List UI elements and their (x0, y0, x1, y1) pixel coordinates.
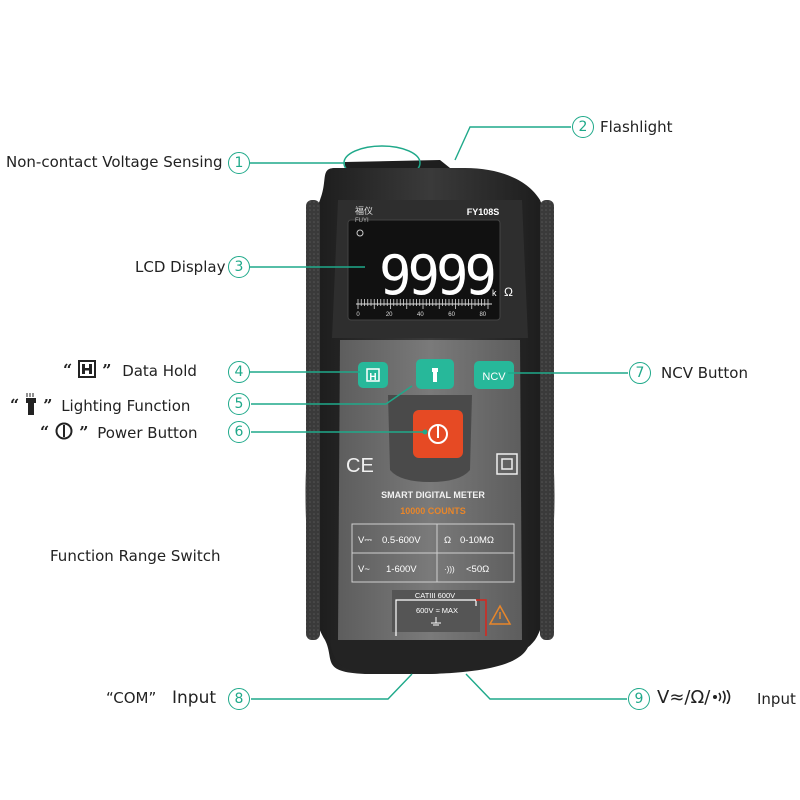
label-lighting: Lighting Function (61, 396, 191, 415)
input9-symbols: V≈/Ω/ (657, 687, 711, 708)
label-ncv-sensing: Non-contact Voltage Sensing (6, 153, 223, 171)
callout-number-6: 6 (228, 421, 250, 443)
lower-panel (338, 340, 522, 640)
quote-close: ” (43, 395, 53, 415)
lcd-scale-label: 20 (386, 312, 393, 318)
model-label: FY108S (467, 207, 500, 217)
callout-number-3: 3 (228, 256, 250, 278)
continuity-icon (712, 688, 732, 709)
jack-bracket (395, 599, 477, 636)
meter-title: SMART DIGITAL METER (381, 490, 485, 500)
bottom-bumper (330, 640, 530, 674)
cat-rating: CATIII 600V (415, 591, 455, 600)
brand-cn: 福仪 (355, 205, 373, 216)
quote-open: “ (63, 360, 73, 380)
label-data-hold: Data Hold (122, 361, 197, 380)
quote-open: “ (40, 422, 50, 442)
label-input9-symbols: V≈/Ω/ (657, 687, 732, 709)
spec-key-dcv: V⎓ (358, 535, 372, 546)
spec-key-ohm: Ω (444, 535, 451, 546)
label-lighting-row: “ ” Lighting Function (10, 393, 190, 419)
label-range-switch: Function Range Switch (50, 547, 221, 565)
warning-triangle (488, 604, 512, 625)
callout-line-9 (465, 673, 627, 700)
lcd-unit-ohm: Ω (504, 285, 513, 299)
lcd-scale-label: 80 (479, 312, 486, 318)
data-hold-icon (78, 360, 97, 382)
label-ncv-button: NCV Button (661, 364, 748, 382)
max-rating: 600V ≈ MAX (416, 606, 458, 615)
jack-red-bracket (476, 599, 487, 636)
left-grip (306, 200, 320, 640)
callout-number-4: 4 (228, 361, 250, 383)
lcd-scale-label: 0 (356, 312, 360, 318)
spec-val-cont: <50Ω (466, 564, 489, 575)
lcd-power-indicator (356, 229, 364, 237)
lcd-scale-label: 40 (417, 312, 424, 318)
meter-counts: 10000 COUNTS (400, 506, 466, 516)
spec-val-acv: 1-600V (386, 564, 417, 575)
callout-number-8: 8 (228, 688, 250, 710)
callout-number-5: 5 (228, 393, 250, 415)
lcd-reading: 9999 (379, 244, 494, 307)
spec-key-acv: V~ (358, 564, 370, 575)
callout-line-8 (251, 673, 413, 700)
callout-number-2: 2 (572, 116, 594, 138)
quote-open: “ (10, 395, 20, 415)
data-hold-button (358, 362, 388, 388)
label-power-row: “ ” Power Button (40, 422, 198, 444)
label-power: Power Button (97, 423, 198, 442)
spec-val-dcv: 0.5-600V (382, 535, 421, 546)
ncv-button-shape (474, 361, 514, 389)
callout-number-9: 9 (628, 688, 650, 710)
spec-val-ohm: 0-10MΩ (460, 535, 494, 546)
label-input9: Input (757, 690, 796, 708)
callout-lines (250, 126, 628, 700)
svg-text:H: H (369, 372, 376, 383)
quote-close: ” (79, 422, 89, 442)
brand-name: FUYI (355, 218, 369, 224)
label-com-input: Input (172, 688, 217, 708)
lcd-unit-k: k (492, 288, 497, 298)
right-grip (540, 200, 554, 640)
flashlight-icon (25, 393, 37, 419)
callout-line-2 (454, 126, 571, 161)
svg-text:NCV: NCV (482, 371, 506, 383)
label-lcd-display: LCD Display (135, 258, 226, 276)
lcd-screen (347, 219, 501, 321)
lcd-scale-ticks: 0 20 40 60 80 (356, 299, 489, 318)
label-flashlight: Flashlight (600, 118, 673, 136)
callout-number-7: 7 (629, 362, 651, 384)
label-data-hold-row: “ ” Data Hold (63, 360, 197, 382)
callout-line-5 (251, 385, 413, 405)
power-icon (55, 422, 73, 444)
lcd-scale-label: 60 (448, 312, 455, 318)
label-com: “COM” (106, 689, 157, 707)
quote-close: ” (102, 360, 112, 380)
spec-key-cont: ·))) (444, 565, 455, 574)
callout-dot-6 (422, 429, 428, 435)
callout-number-1: 1 (228, 152, 250, 174)
double-insulation-mark (496, 453, 518, 475)
ce-mark: CE (346, 455, 374, 477)
